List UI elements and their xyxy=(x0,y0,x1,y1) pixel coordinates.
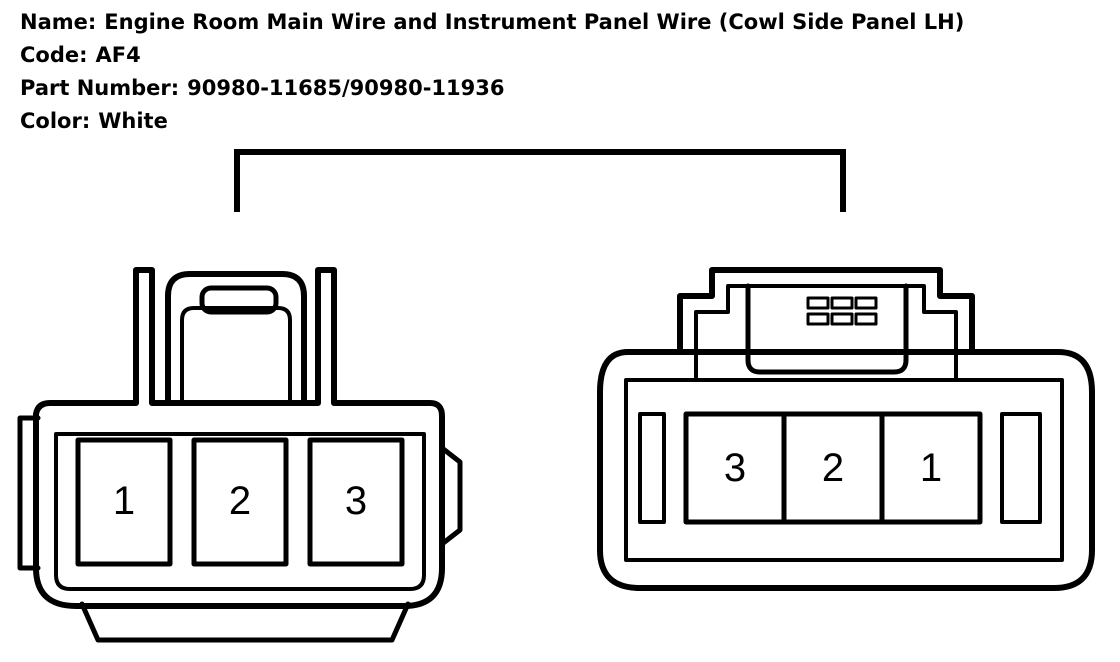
left-connector-body xyxy=(33,267,445,609)
left-connector-latch xyxy=(165,271,307,406)
right-connector-lock-slot xyxy=(806,312,830,326)
name-line: Name: Engine Room Main Wire and Instrumen… xyxy=(20,6,964,39)
right-connector-lock-slot xyxy=(830,296,854,310)
right-connector-lock-slot xyxy=(854,296,878,310)
right-connector-body xyxy=(597,349,1095,591)
right-connector-guide-slot xyxy=(638,412,666,524)
left-connector-side-tab xyxy=(439,445,463,547)
right-connector-inner-frame xyxy=(624,378,1064,562)
code-label: Code: xyxy=(20,43,88,67)
right-connector-lock-slot xyxy=(830,312,854,326)
name-value: Engine Room Main Wire and Instrument Pan… xyxy=(104,10,965,34)
left-pin-label: 3 xyxy=(345,479,367,523)
color-line: Color: White xyxy=(20,105,964,138)
left-pin-cavity xyxy=(75,437,173,567)
left-pin-label: 1 xyxy=(113,479,135,523)
left-connector-inner-liner xyxy=(54,432,426,591)
left-connector-side-tab xyxy=(17,415,41,571)
left-connector-lock-nub xyxy=(199,285,279,315)
right-pin-cavity xyxy=(879,411,983,525)
left-pin-cavity xyxy=(307,437,405,567)
right-pin-label: 3 xyxy=(724,446,746,490)
color-value: White xyxy=(98,109,168,133)
left-pin-label: 2 xyxy=(229,479,251,523)
right-connector-lock-slot xyxy=(854,312,878,326)
right-connector-guide-slot xyxy=(1000,412,1042,524)
connector-info: Name: Engine Room Main Wire and Instrumen… xyxy=(20,6,964,138)
left-connector-latch-inner xyxy=(180,306,292,405)
right-connector-lock-slot xyxy=(806,296,830,310)
part-number-value: 90980-11685/90980-11936 xyxy=(187,76,505,100)
right-connector-latch xyxy=(677,267,975,355)
right-pin-label: 1 xyxy=(920,446,942,490)
left-pin-cavity xyxy=(191,437,289,567)
right-connector-latch-inner xyxy=(694,284,958,382)
mating-bracket xyxy=(234,149,846,212)
right-pin-label: 2 xyxy=(822,446,844,490)
right-connector-latch-arm xyxy=(745,283,909,375)
part-number-line: Part Number: 90980-11685/90980-11936 xyxy=(20,72,964,105)
left-connector-bottom-skirt xyxy=(79,601,411,643)
left-connector xyxy=(17,267,463,643)
part-number-label: Part Number: xyxy=(20,76,180,100)
right-connector xyxy=(597,267,1095,591)
name-label: Name: xyxy=(20,10,97,34)
code-value: AF4 xyxy=(95,43,141,67)
code-line: Code: AF4 xyxy=(20,39,964,72)
color-label: Color: xyxy=(20,109,91,133)
